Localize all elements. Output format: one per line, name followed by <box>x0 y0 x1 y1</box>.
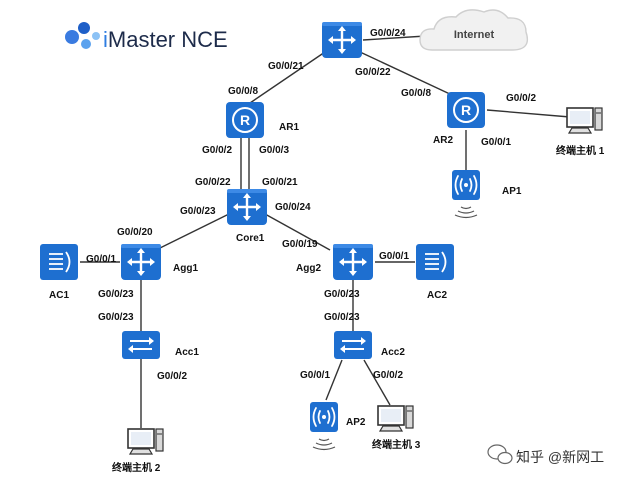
port-ar1-core-a: G0/0/2 <box>202 145 232 156</box>
port-agg2-ac2: G0/0/1 <box>379 251 409 262</box>
port-acc2-host3: G0/0/2 <box>373 370 403 381</box>
link-core-agg2 <box>264 213 331 251</box>
port-agg1-core: G0/0/20 <box>117 227 153 238</box>
acc1-device[interactable]: Acc1 <box>121 330 199 360</box>
acc2-device[interactable]: Acc2 <box>333 330 405 360</box>
link-top-ar1 <box>249 51 326 104</box>
port-top-ar1: G0/0/21 <box>268 61 304 72</box>
link-acc2-host3 <box>363 359 391 406</box>
host2-device[interactable]: 终端主机 2 <box>112 428 164 474</box>
ac1-label: AC1 <box>49 290 69 301</box>
ap2-label: AP2 <box>346 417 366 428</box>
cloud-icon <box>419 9 529 51</box>
port-core-agg2: G0/0/24 <box>275 202 311 213</box>
link-top-ar2 <box>359 51 453 96</box>
topology-links <box>80 35 571 428</box>
ar1-label: AR1 <box>279 122 299 133</box>
port-core-ar1-a: G0/0/22 <box>195 177 231 188</box>
port-ar1-top: G0/0/8 <box>228 86 258 97</box>
ap2-device[interactable]: AP2 <box>309 401 366 451</box>
port-top-internet: G0/0/24 <box>370 28 406 39</box>
watermark: 知乎 @新网工 <box>487 444 604 465</box>
port-agg2-acc2: G0/0/23 <box>324 289 360 300</box>
ac2-device[interactable]: AC2 <box>415 243 455 301</box>
core1-label: Core1 <box>236 233 265 244</box>
host1-label: 终端主机 1 <box>556 144 605 157</box>
ar2-device[interactable]: AR2 <box>433 91 486 146</box>
port-ar2-ap1: G0/0/1 <box>481 137 511 148</box>
link-acc2-ap2 <box>325 359 343 401</box>
port-agg2-core: G0/0/19 <box>282 239 318 250</box>
port-acc2-agg2: G0/0/23 <box>324 312 360 323</box>
wechat-icon <box>487 444 513 465</box>
port-ar2-host1: G0/0/2 <box>506 93 536 104</box>
link-top-internet <box>362 35 427 41</box>
port-labels: G0/0/24 G0/0/21 G0/0/22 G0/0/8 G0/0/8 G0… <box>86 28 536 382</box>
port-top-ar2: G0/0/22 <box>355 67 391 78</box>
port-agg1-ac1: G0/0/1 <box>86 254 116 265</box>
internet-label: Internet <box>454 29 495 41</box>
acc2-label: Acc2 <box>381 347 405 358</box>
host3-label: 终端主机 3 <box>372 438 421 451</box>
watermark-text: 知乎 @新网工 <box>516 449 604 465</box>
port-core-agg1: G0/0/23 <box>180 206 216 217</box>
ac1-device[interactable]: AC1 <box>39 243 79 301</box>
ar2-label: AR2 <box>433 135 453 146</box>
logo-mark-icon <box>65 22 100 49</box>
agg1-device[interactable]: Agg1 <box>119 242 198 282</box>
port-ar1-core-b: G0/0/3 <box>259 145 289 156</box>
host3-device[interactable]: 终端主机 3 <box>372 405 421 451</box>
ac2-label: AC2 <box>427 290 447 301</box>
acc1-label: Acc1 <box>175 347 199 358</box>
port-acc1-host2: G0/0/2 <box>157 371 187 382</box>
imaster-nce-logo: iMaster NCE <box>65 22 228 52</box>
core-router-device[interactable] <box>320 20 364 60</box>
ar1-device[interactable]: AR1 <box>225 101 299 139</box>
port-acc2-ap2: G0/0/1 <box>300 370 330 381</box>
ap1-label: AP1 <box>502 186 522 197</box>
agg2-device[interactable]: Agg2 <box>296 242 375 282</box>
agg1-label: Agg1 <box>173 263 198 274</box>
host1-device[interactable]: 终端主机 1 <box>556 107 605 157</box>
port-ar2-top: G0/0/8 <box>401 88 431 99</box>
agg2-label: Agg2 <box>296 263 321 274</box>
port-acc1-agg1: G0/0/23 <box>98 312 134 323</box>
internet-cloud: Internet <box>419 9 529 51</box>
ap1-device[interactable]: AP1 <box>451 169 522 219</box>
host2-label: 终端主机 2 <box>112 461 161 474</box>
core1-device[interactable]: Core1 <box>225 187 269 244</box>
port-agg1-acc1: G0/0/23 <box>98 289 134 300</box>
link-ar2-host1 <box>486 109 571 118</box>
brand-name: iMaster NCE <box>103 27 228 52</box>
port-core-ar1-b: G0/0/21 <box>262 177 298 188</box>
link-core-agg1 <box>159 211 234 249</box>
